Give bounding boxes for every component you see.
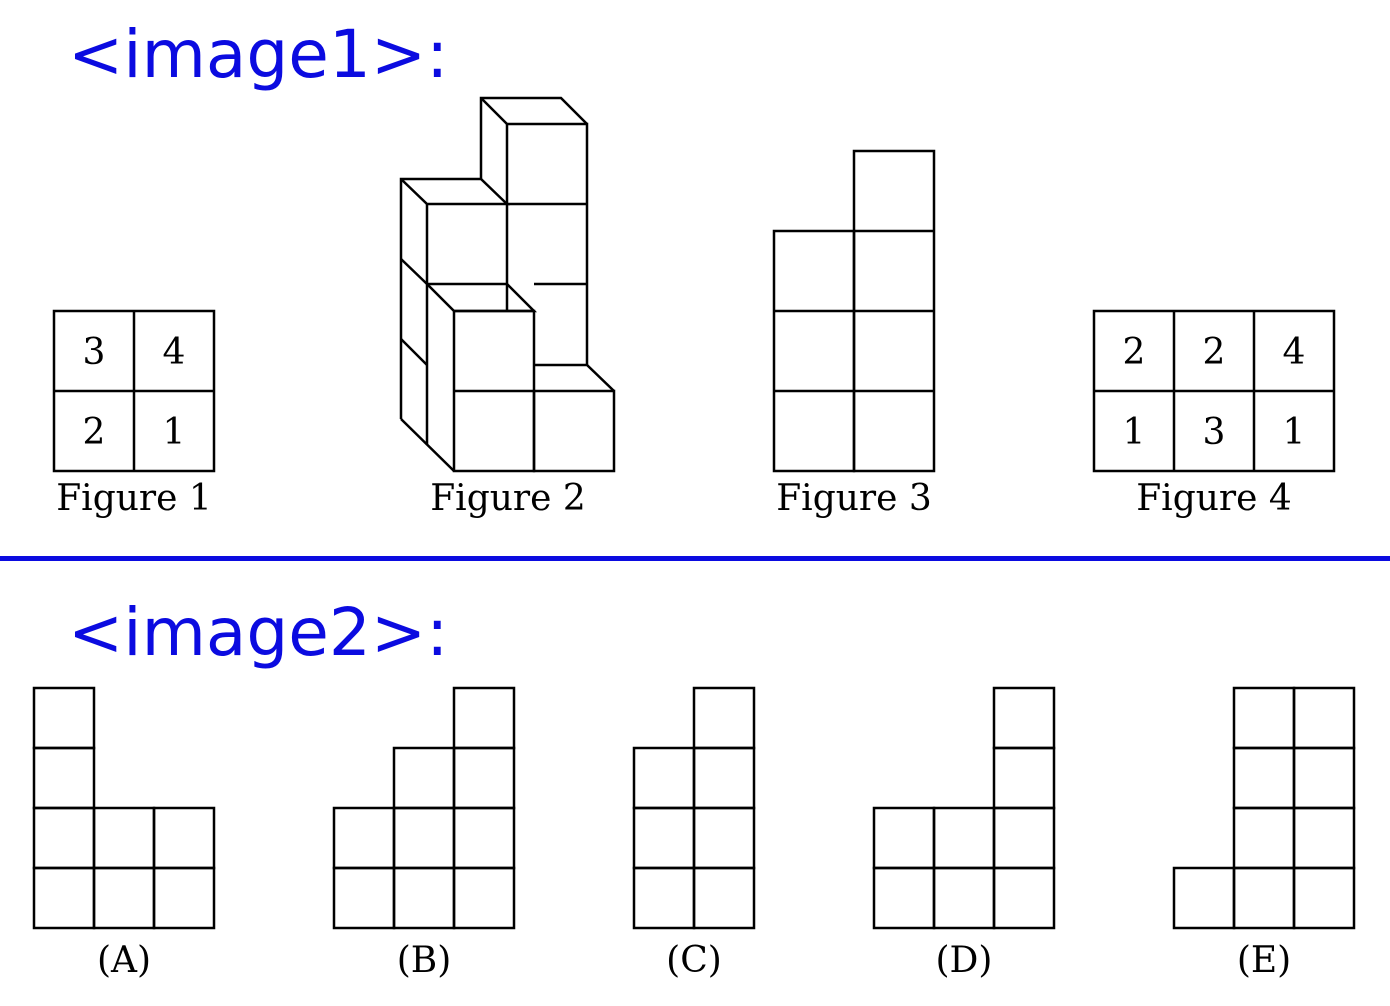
option-label: (A) [97, 940, 151, 981]
option-b: (B) [332, 686, 516, 981]
option-c: (C) [632, 686, 756, 981]
option-a: (A) [32, 686, 216, 981]
option-cell [992, 686, 1056, 750]
option-cell [32, 806, 96, 870]
figure4-cell: 4 [1283, 332, 1306, 373]
figure2: Figure 2 [399, 96, 616, 519]
option-cell [692, 686, 756, 750]
option-cell [992, 806, 1056, 870]
option-cell [452, 686, 516, 750]
figure4-cell: 3 [1203, 412, 1226, 453]
option-cell [92, 866, 156, 930]
option-cell [632, 746, 696, 810]
option-cell [392, 806, 456, 870]
option-cell [32, 866, 96, 930]
option-cell [692, 746, 756, 810]
option-cell [1172, 866, 1236, 930]
option-cell [992, 866, 1056, 930]
figure2-cube-stack [399, 96, 616, 473]
option-cell [692, 866, 756, 930]
figure1: 3 4 2 1 Figure 1 [52, 309, 216, 519]
figure4-cell: 2 [1203, 332, 1226, 373]
option-cell [632, 866, 696, 930]
figure4-cell: 1 [1123, 412, 1146, 453]
option-cell [992, 746, 1056, 810]
option-cell [932, 866, 996, 930]
option-cell [152, 866, 216, 930]
option-e: (E) [1172, 686, 1356, 981]
option-label: (B) [397, 940, 452, 981]
option-cell [932, 806, 996, 870]
option-cell [632, 806, 696, 870]
figure3-view [772, 149, 936, 473]
figure4-caption: Figure 4 [1136, 478, 1292, 519]
option-label: (D) [936, 940, 993, 981]
option-cell [1232, 866, 1296, 930]
image2-header: <image2>: [68, 594, 449, 671]
option-cell [392, 746, 456, 810]
image1-header: <image1>: [68, 16, 449, 93]
figure1-grid [52, 309, 216, 473]
figure4-cell: 1 [1283, 412, 1306, 453]
option-cell [1292, 746, 1356, 810]
figure3-caption: Figure 3 [776, 478, 932, 519]
option-cell [1292, 686, 1356, 750]
figure4-cell: 2 [1123, 332, 1146, 373]
option-cell [332, 866, 396, 930]
option-cell [1232, 806, 1296, 870]
option-cell [1232, 686, 1296, 750]
answer-options: (A) (B) (C) (D) (E) [32, 686, 1356, 981]
option-label: (C) [666, 940, 722, 981]
option-cell [392, 866, 456, 930]
figure1-cell: 2 [83, 412, 106, 453]
option-cell [452, 806, 516, 870]
option-cell [872, 866, 936, 930]
option-cell [692, 806, 756, 870]
option-cell [872, 806, 936, 870]
section-divider [0, 556, 1390, 561]
option-cell [452, 746, 516, 810]
option-cell [1232, 746, 1296, 810]
figure1-caption: Figure 1 [56, 478, 212, 519]
figure1-cell: 4 [163, 332, 186, 373]
option-cell [452, 866, 516, 930]
option-cell [152, 806, 216, 870]
figure1-cell: 1 [163, 412, 186, 453]
figure4: 2 2 4 1 3 1 Figure 4 [1092, 309, 1336, 519]
figure1-cell: 3 [83, 332, 106, 373]
option-cell [332, 806, 396, 870]
option-cell [32, 746, 96, 810]
option-label: (E) [1237, 940, 1291, 981]
option-cell [1292, 806, 1356, 870]
option-cell [92, 806, 156, 870]
figure3: Figure 3 [772, 149, 936, 519]
figure2-caption: Figure 2 [430, 478, 586, 519]
option-d: (D) [872, 686, 1056, 981]
figure4-grid [1092, 309, 1336, 473]
option-cell [32, 686, 96, 750]
option-cell [1292, 866, 1356, 930]
